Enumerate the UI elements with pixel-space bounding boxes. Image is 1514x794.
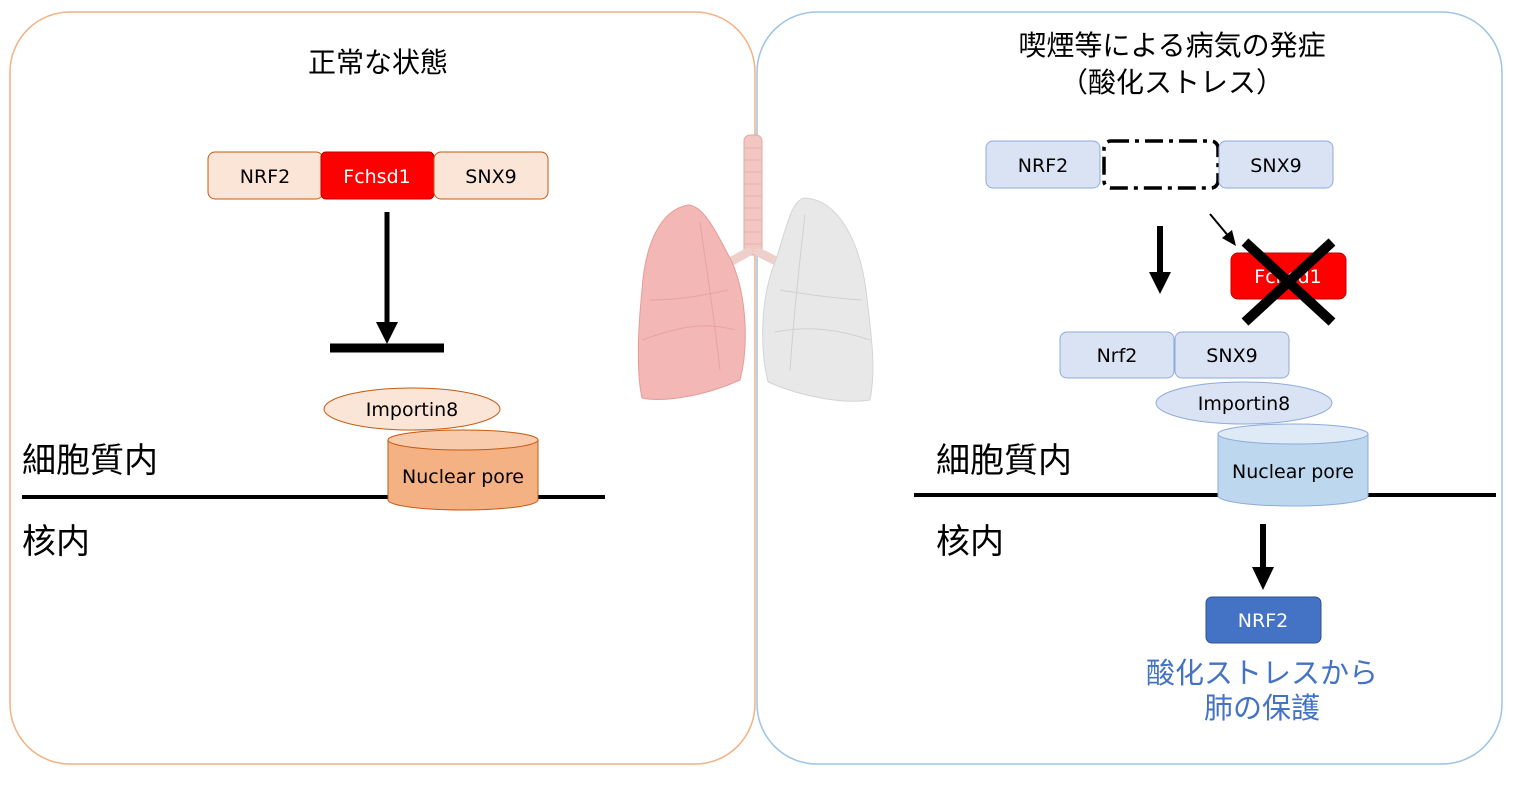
left-importin-label: Importin8 [366, 399, 458, 421]
right-importin-label: Importin8 [1198, 393, 1290, 415]
right-pair-nrf2-box [1059, 331, 1175, 379]
left-nuclear-pore: Nuclear pore [387, 429, 539, 511]
right-pair-snx9-box [1174, 331, 1290, 379]
right-cross-line-2 [1241, 238, 1336, 326]
lungs-right-lobe [762, 197, 874, 402]
left-nrf2-label: NRF2 [240, 166, 290, 188]
right-nuclear-pore: Nuclear pore [1217, 423, 1369, 507]
lungs-left-lobe [637, 204, 746, 400]
right-down-arrow-head [1149, 272, 1171, 294]
left-pore-label: Nuclear pore [402, 466, 524, 488]
right-empty-slot [1102, 139, 1220, 190]
left-panel-frame [9, 11, 756, 765]
lungs-illustration [637, 134, 874, 402]
left-nucleus-label: 核内 [22, 522, 90, 562]
right-panel-title-line1: 喫煙等による病気の発症 [1018, 29, 1325, 62]
left-fchsd1-label: Fchsd1 [343, 166, 410, 188]
right-release-arrow [1209, 213, 1231, 239]
right-release-arrow-head [1222, 230, 1236, 246]
right-pore-label: Nuclear pore [1232, 461, 1354, 483]
left-panel-title: 正常な状態 [308, 46, 448, 79]
left-snx9-box [433, 151, 549, 200]
right-nuclear-nrf2-label: NRF2 [1238, 610, 1288, 632]
right-nuclear-nrf2-box [1205, 596, 1322, 644]
right-nrf2-box [985, 140, 1101, 189]
left-complex: NRF2 Fchsd1 SNX9 [207, 151, 549, 200]
right-nucleus-label: 核内 [936, 522, 1004, 562]
right-pair-nrf2-label: Nrf2 [1097, 345, 1138, 367]
right-snx9-box [1218, 140, 1334, 189]
right-nrf2-label: NRF2 [1018, 155, 1068, 177]
left-importin-ellipse [323, 387, 501, 431]
right-panel-frame [756, 11, 1503, 765]
right-panel-title-line2: （酸化ストレス） [1060, 66, 1284, 99]
right-outcome-line2: 肺の保護 [1204, 691, 1320, 725]
right-snx9-label: SNX9 [1250, 155, 1301, 177]
left-cytoplasm-label: 細胞質内 [22, 441, 158, 481]
left-snx9-label: SNX9 [465, 166, 516, 188]
right-cytoplasm-label: 細胞質内 [936, 441, 1072, 481]
right-importin-ellipse [1155, 381, 1333, 425]
lungs-trachea [743, 134, 763, 256]
right-outcome-line1: 酸化ストレスから [1146, 656, 1378, 690]
right-pair-snx9-label: SNX9 [1206, 345, 1257, 367]
right-nucleus-arrow-head [1252, 567, 1274, 590]
left-inhibition-arrowhead [376, 322, 398, 344]
